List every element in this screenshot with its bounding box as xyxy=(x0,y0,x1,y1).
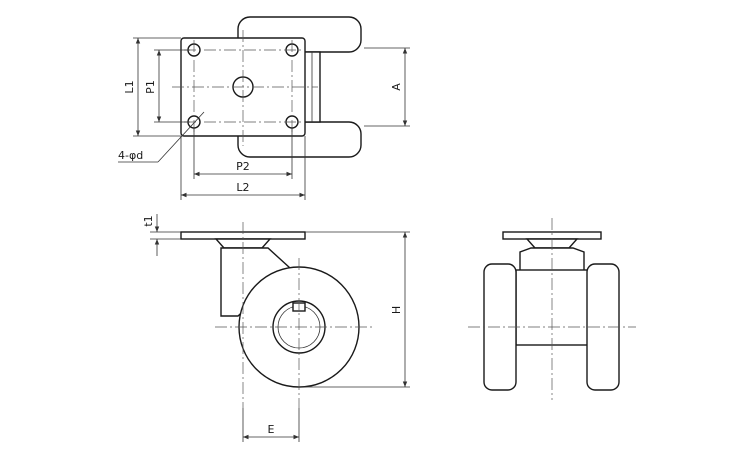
label-H: H xyxy=(390,306,403,314)
label-A: A xyxy=(390,83,403,91)
label-t1: t1 xyxy=(142,215,155,226)
side-view: t1 H E xyxy=(142,214,410,442)
label-P2: P2 xyxy=(236,160,250,173)
label-L2: L2 xyxy=(236,181,249,194)
label-E: E xyxy=(268,423,275,436)
label-P1: P1 xyxy=(144,80,157,94)
front-view xyxy=(468,218,636,400)
label-hole: 4-φd xyxy=(118,149,143,162)
label-L1: L1 xyxy=(123,80,136,93)
top-view: L1 P1 A 4-φd P2 L2 xyxy=(118,16,410,200)
